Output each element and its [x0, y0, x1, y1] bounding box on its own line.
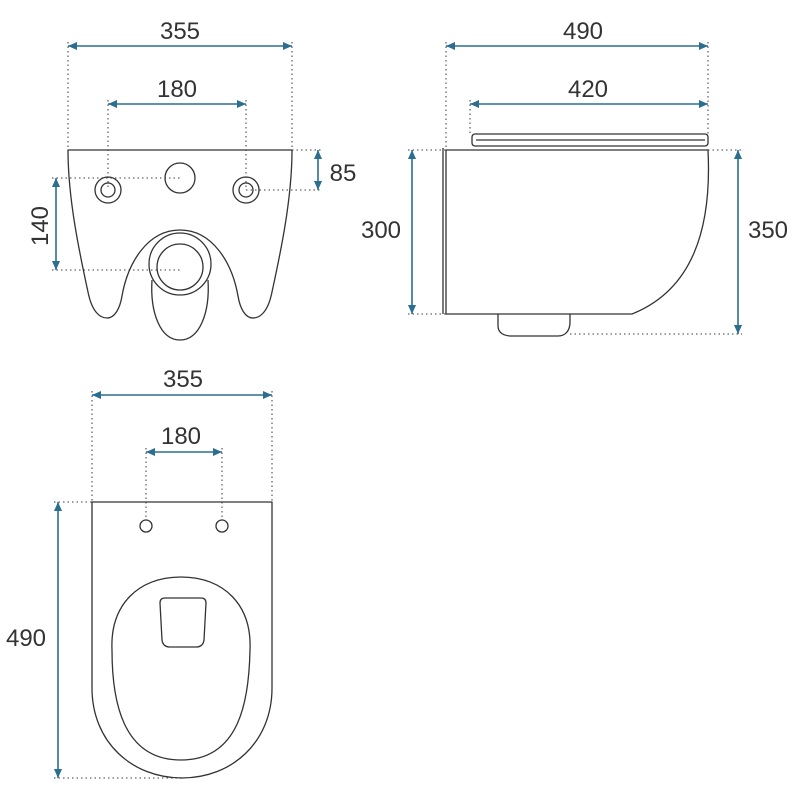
rear-outlet-height-label: 140 [27, 206, 54, 246]
top-drain-opening [159, 597, 207, 648]
rear-bolt-hole-left [94, 176, 122, 204]
top-width-label: 355 [163, 366, 203, 393]
rear-body-outline [67, 149, 293, 319]
side-front-height-label: 300 [361, 217, 401, 244]
rear-outlet-ring [148, 232, 212, 296]
top-length-label: 490 [6, 625, 46, 652]
rear-inlet-height-label: 85 [330, 160, 357, 187]
rear-bolt-spacing-label: 180 [157, 76, 197, 103]
top-bolt-hole-left [139, 519, 153, 533]
rear-view: 355 180 85 140 [27, 18, 357, 341]
top-bolt-hole-right [215, 519, 229, 533]
rear-width-label: 355 [160, 18, 200, 45]
top-body-outline [91, 501, 273, 779]
side-total-height-label: 350 [748, 217, 788, 244]
rear-outlet-inner [156, 243, 204, 291]
rear-outlet-pipe [151, 279, 209, 341]
top-bowl-rim [111, 576, 251, 761]
side-length-label: 490 [563, 18, 603, 45]
side-body-outline [445, 149, 710, 315]
side-outlet [497, 314, 571, 337]
rear-water-inlet [164, 162, 196, 194]
side-seat-lid [471, 133, 709, 147]
rear-bolt-hole-left-inner [100, 182, 116, 198]
top-view: 355 180 490 [6, 366, 273, 779]
side-view: 490 420 300 350 [361, 18, 788, 337]
side-seat-length-label: 420 [568, 76, 608, 103]
top-bolt-spacing-label: 180 [161, 423, 201, 450]
rear-bolt-hole-right [232, 176, 260, 204]
rear-bolt-hole-right-inner [238, 182, 254, 198]
